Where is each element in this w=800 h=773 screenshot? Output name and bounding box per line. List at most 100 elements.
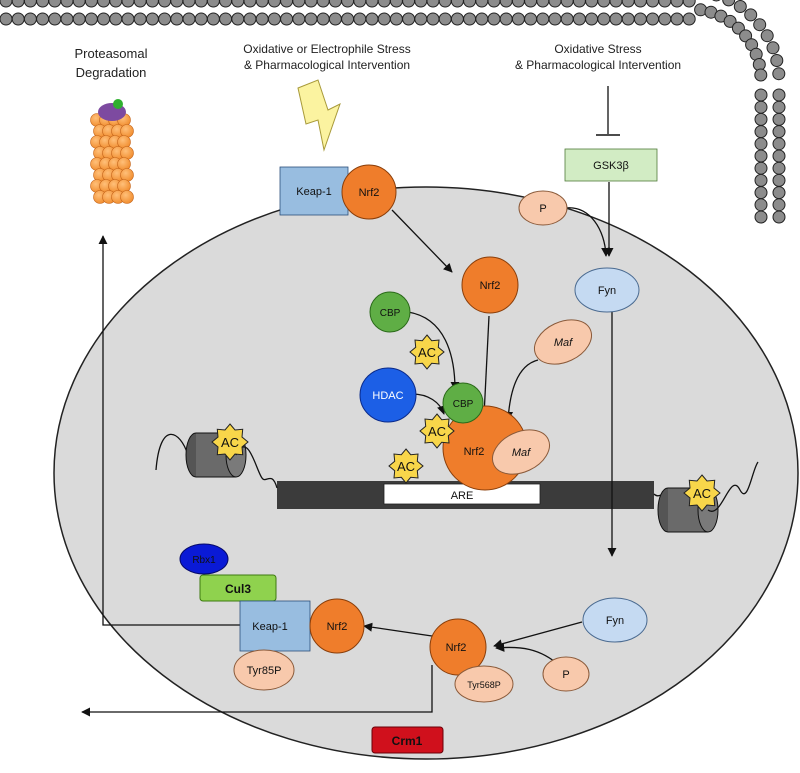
lipid-head xyxy=(536,12,550,26)
lipid-head xyxy=(511,0,525,8)
lipid-head xyxy=(524,0,538,8)
lipid-head xyxy=(365,12,379,26)
cbp-left xyxy=(369,291,411,333)
nrf2-bottom xyxy=(309,598,365,654)
lipid-head xyxy=(772,100,786,114)
lipid-head xyxy=(670,12,684,26)
lipid-head xyxy=(438,12,452,26)
lipid-head xyxy=(499,12,513,26)
lipid-head xyxy=(255,12,269,26)
lipid-head xyxy=(219,0,233,8)
lipid-head xyxy=(280,0,294,8)
lipid-head xyxy=(487,12,501,26)
lipid-head xyxy=(280,12,294,26)
dna-wrap-right-2 xyxy=(707,461,759,512)
lipid-head xyxy=(754,125,768,139)
cbp-bound-label: CBP xyxy=(453,399,474,410)
lipid-head xyxy=(206,0,220,8)
lipid-head xyxy=(682,0,696,8)
proteasome-label-line1: Proteasomal xyxy=(75,46,148,61)
tyr568p xyxy=(454,665,514,703)
lipid-head xyxy=(754,88,768,102)
ac-star-1 xyxy=(409,334,445,370)
lipid-head xyxy=(328,12,342,26)
lipid-head xyxy=(754,161,768,175)
lipid-head xyxy=(23,12,37,26)
arrow-nrf2-to-complex xyxy=(479,315,490,417)
lipid-head xyxy=(377,0,391,8)
lipid-head xyxy=(158,0,172,8)
lipid-head xyxy=(772,161,786,175)
arrow-out-cytoplasm xyxy=(81,665,433,717)
lipid-head xyxy=(772,198,786,212)
lipid-head xyxy=(722,0,736,7)
keap1-bottom-label: Keap-1 xyxy=(252,621,287,633)
fyn-bottom xyxy=(582,597,648,643)
arrow-nrf2-export xyxy=(363,622,433,637)
lipid-head xyxy=(733,0,747,13)
lipid-head xyxy=(219,12,233,26)
ac-star-histone-right-label: AC xyxy=(693,486,711,501)
arrow-p-to-fyn xyxy=(564,207,611,257)
arrow-nrf2-to-nucleus xyxy=(391,209,453,273)
lipid-head xyxy=(646,0,660,8)
fyn-top-label: Fyn xyxy=(598,285,616,297)
maf-bound-label: Maf xyxy=(512,447,531,459)
lipid-head xyxy=(231,0,245,8)
cul3-label: Cul3 xyxy=(225,582,251,596)
arrow-to-proteasome xyxy=(98,235,240,626)
are-element xyxy=(383,483,541,505)
phosphate-bottom-label: P xyxy=(562,669,569,681)
lipid-head xyxy=(328,0,342,8)
arrow-maf-to-complex xyxy=(504,359,539,421)
gsk3b-label: GSK3β xyxy=(593,160,629,172)
lipid-head xyxy=(658,12,672,26)
keap1-top-label: Keap-1 xyxy=(296,186,331,198)
tyr568p-label: Tyr568P xyxy=(467,680,501,690)
lipid-head xyxy=(402,12,416,26)
lipid-head xyxy=(84,12,98,26)
nrf2-top xyxy=(341,164,397,220)
lipid-head xyxy=(754,210,768,224)
lipid-head xyxy=(72,0,86,8)
lipid-head xyxy=(84,0,98,8)
lipid-head xyxy=(414,0,428,8)
lipid-head xyxy=(194,12,208,26)
lipid-head xyxy=(170,0,184,8)
lipid-head xyxy=(560,12,574,26)
lipid-head xyxy=(97,0,111,8)
lipid-head xyxy=(133,12,147,26)
lipid-head xyxy=(475,12,489,26)
arrow-cbp-to-cbp xyxy=(407,311,460,391)
lipid-head xyxy=(670,0,684,8)
cul3-box xyxy=(199,574,277,602)
lipid-head xyxy=(633,0,647,8)
hdac xyxy=(359,367,417,423)
lipid-head xyxy=(772,137,786,151)
lipid-head xyxy=(772,186,786,200)
lipid-head xyxy=(72,12,86,26)
lipid-head xyxy=(304,12,318,26)
lipid-head xyxy=(36,12,50,26)
lipid-head xyxy=(572,12,586,26)
ac-star-histone-right xyxy=(683,474,721,512)
lipid-head xyxy=(36,0,50,8)
lipid-head xyxy=(658,0,672,8)
phosphate-top xyxy=(518,190,568,226)
lipid-head xyxy=(754,68,768,82)
lipid-head xyxy=(402,0,416,8)
lipid-head xyxy=(754,173,768,187)
tyr85p xyxy=(233,649,295,691)
lipid-head xyxy=(316,0,330,8)
nucleus xyxy=(53,186,799,760)
lipid-head xyxy=(133,0,147,8)
lipid-head xyxy=(536,0,550,8)
stress2-label-line2: & Pharmacological Intervention xyxy=(515,58,681,72)
proteasome-icon xyxy=(90,99,134,204)
crm1-box xyxy=(371,726,444,754)
lipid-head xyxy=(121,12,135,26)
lipid-head xyxy=(255,0,269,8)
lipid-head xyxy=(772,125,786,139)
lipid-head xyxy=(597,12,611,26)
